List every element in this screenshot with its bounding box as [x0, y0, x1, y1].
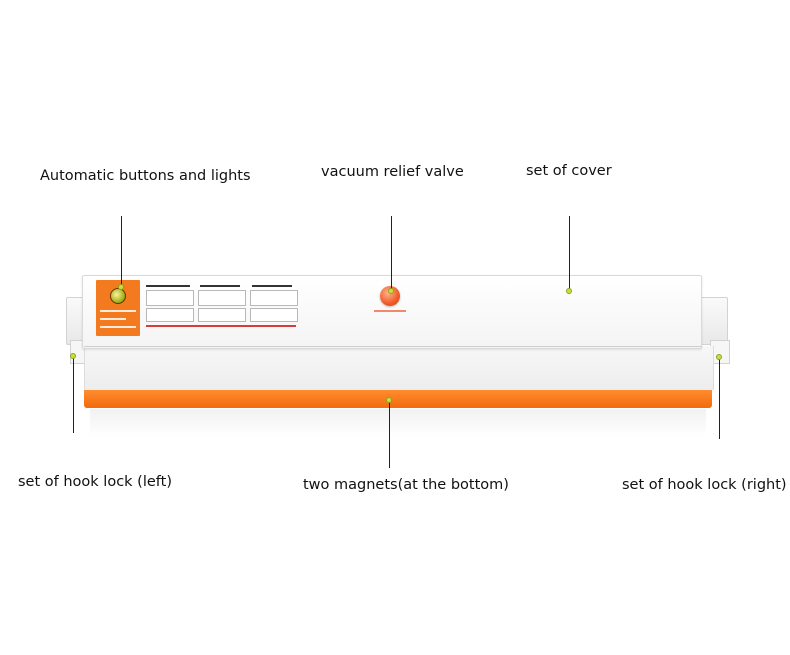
leader-vacuum-relief-valve [391, 216, 392, 290]
instruction-box [250, 290, 298, 306]
label-vacuum-relief-valve: vacuum relief valve [321, 164, 464, 180]
label-hook-lock-right: set of hook lock (right) [622, 477, 787, 493]
control-panel [96, 280, 140, 336]
power-button-icon [110, 288, 126, 304]
marker-hook-lock-left [70, 353, 76, 359]
marker-automatic-buttons [118, 284, 124, 290]
device-base [84, 346, 714, 390]
leader-automatic-buttons [121, 216, 122, 286]
instruction-box [146, 290, 194, 306]
instruction-box [198, 308, 246, 322]
instruction-print-line [146, 285, 190, 287]
marker-set-of-cover [566, 288, 572, 294]
instruction-box [146, 308, 194, 322]
device-reflection [90, 409, 706, 437]
instruction-print-line [200, 285, 240, 287]
instruction-box [250, 308, 298, 322]
instruction-print-line [252, 285, 292, 287]
instruction-warning-line [146, 325, 296, 327]
device-seam [84, 346, 702, 347]
marker-vacuum-relief-valve [388, 288, 394, 294]
leader-hook-lock-left [73, 357, 74, 433]
panel-print-line [100, 310, 136, 312]
leader-set-of-cover [569, 216, 570, 290]
panel-print-line [100, 318, 126, 320]
label-hook-lock-left: set of hook lock (left) [18, 474, 172, 490]
instruction-box [198, 290, 246, 306]
label-two-magnets: two magnets(at the bottom) [303, 477, 509, 493]
device-orange-stripe [84, 390, 712, 408]
label-automatic-buttons: Automatic buttons and lights [40, 168, 251, 184]
leader-hook-lock-right [719, 359, 720, 439]
marker-two-magnets [386, 397, 392, 403]
panel-print-line [100, 326, 136, 328]
leader-two-magnets [389, 402, 390, 468]
marker-hook-lock-right [716, 354, 722, 360]
vacuum-relief-valve-icon [380, 286, 400, 306]
hook-lock-right [700, 297, 728, 345]
label-set-of-cover: set of cover [526, 163, 612, 179]
valve-print-line [374, 310, 406, 312]
